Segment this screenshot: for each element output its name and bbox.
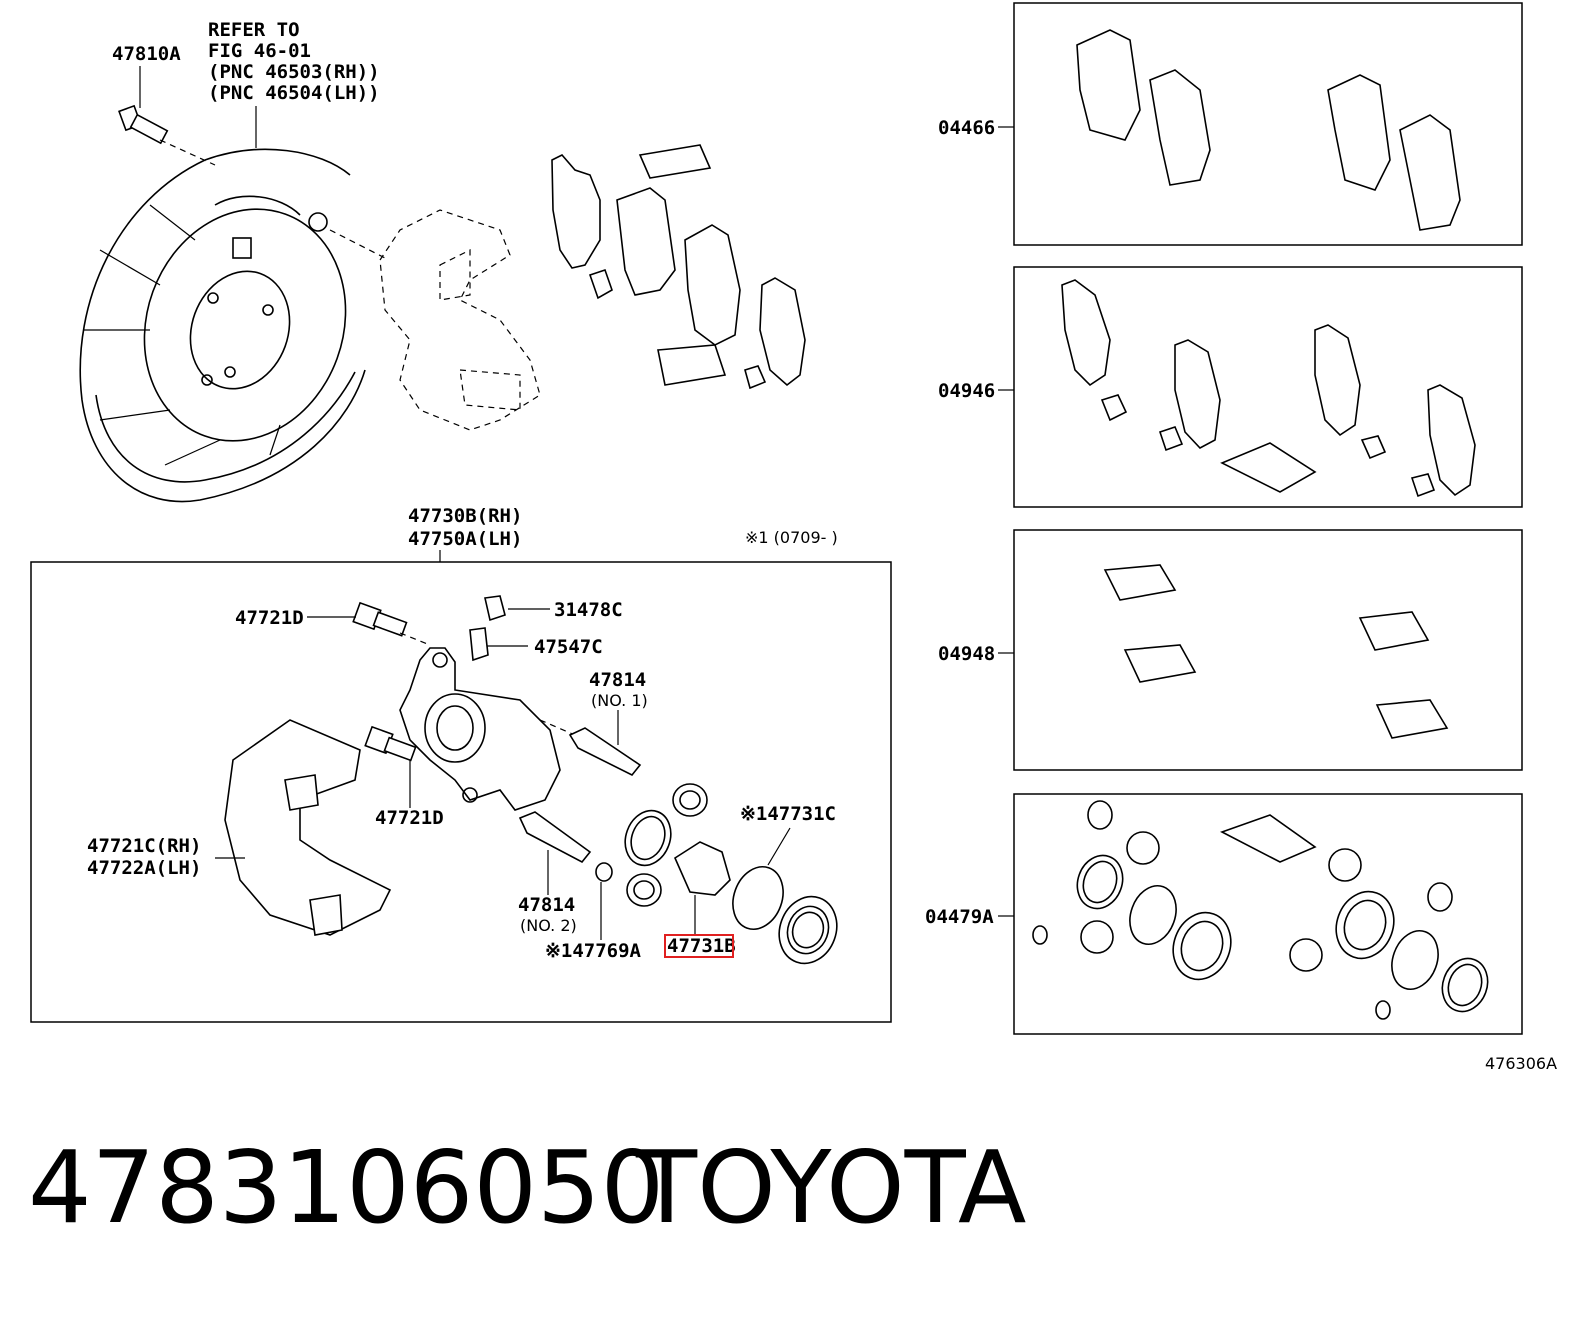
kit-box-2 (998, 266, 1523, 508)
label-47814-no1-sub: (NO. 1) (591, 691, 648, 710)
note-period: ※1 (0709- ) (745, 528, 838, 547)
bolt-47810A (118, 104, 169, 145)
label-47810A[interactable]: 47810A (112, 43, 181, 65)
label-47721D-top[interactable]: 47721D (235, 607, 304, 629)
note-refer-block: REFER TO FIG 46-01 (PNC 46503(RH)) (PNC … (208, 19, 380, 148)
note-refer-line4: (PNC 46504(LH)) (208, 82, 380, 104)
label-47814-no1[interactable]: 47814 (589, 669, 646, 691)
pads-top-cluster (551, 144, 806, 390)
label-47721D-lower[interactable]: 47721D (375, 807, 444, 829)
kit-label-04479A[interactable]: 04479A (925, 906, 994, 928)
label-47750A[interactable]: 47750A(LH) (408, 528, 522, 550)
label-47721C[interactable]: 47721C(RH) (87, 835, 201, 857)
label-47814-no2[interactable]: 47814 (518, 894, 575, 916)
part-number-title: 4783106050 (28, 1129, 664, 1246)
kit-label-04466[interactable]: 04466 (938, 117, 995, 139)
label-47547C[interactable]: 47547C (534, 636, 603, 658)
label-47722A[interactable]: 47722A(LH) (87, 857, 201, 879)
brand-title: TOYOTA (635, 1129, 1026, 1246)
label-47731C[interactable]: ※147731C (740, 803, 836, 825)
label-47814-no2-sub: (NO. 2) (520, 916, 577, 935)
kit-label-04946[interactable]: 04946 (938, 380, 995, 402)
figure-id: 476306A (1485, 1054, 1557, 1073)
label-47730B[interactable]: 47730B(RH) (408, 505, 522, 527)
note-refer-line2: FIG 46-01 (208, 40, 311, 62)
highlight-box-47731B (664, 934, 734, 958)
caliper-assembly-box (30, 550, 892, 1023)
label-47769A[interactable]: ※147769A (545, 940, 642, 962)
label-31478C[interactable]: 31478C (554, 599, 623, 621)
note-refer-line3: (PNC 46503(RH)) (208, 61, 380, 83)
kit-label-04948[interactable]: 04948 (938, 643, 995, 665)
kit-box-1 (998, 2, 1523, 246)
kit-box-4 (998, 793, 1523, 1035)
kit-box-3 (998, 529, 1523, 771)
backing-plate-illustration (79, 104, 386, 503)
mounting-bracket-top (379, 209, 541, 431)
label-47731B[interactable]: 47731B (667, 935, 736, 957)
note-refer-line1: REFER TO (208, 19, 300, 41)
